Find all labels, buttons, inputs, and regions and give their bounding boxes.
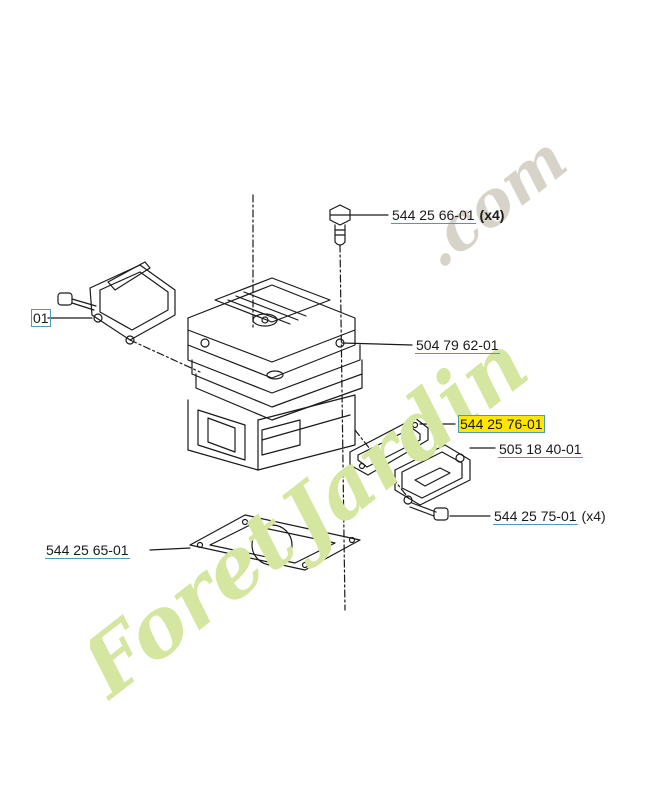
part-number: 544 25 66-01 — [391, 207, 476, 224]
left-screw — [57, 292, 97, 311]
bolt-axis-line — [339, 244, 346, 611]
part-quantity: (x4) — [581, 508, 606, 524]
part-label-504-79-62: 504 79 62-01 — [412, 336, 503, 354]
part-quantity: (x4) — [479, 207, 505, 223]
left-intake-flange — [89, 261, 176, 345]
cylinder-body — [187, 277, 363, 471]
part-number: 01 — [31, 309, 51, 327]
part-number: 504 79 62-01 — [415, 337, 500, 354]
part-label-544-25-75: 544 25 75-01(x4) — [490, 507, 609, 525]
base-gasket — [189, 514, 361, 571]
part-label-544-25-65: 544 25 65-01 — [42, 541, 133, 559]
part-label-544-25-66: 544 25 66-01(x4) — [388, 206, 507, 224]
part-number: 505 18 40-01 — [498, 441, 583, 458]
part-number: 544 25 76-01 — [458, 415, 545, 433]
right-screw — [409, 502, 449, 521]
leader-544-25-65 — [149, 547, 191, 551]
part-label-01: 01 — [28, 309, 54, 327]
right-intake-flange — [394, 444, 471, 506]
leader-504-79-62 — [341, 342, 413, 346]
right-flange-axis — [354, 429, 411, 501]
part-label-544-25-76: 544 25 76-01 — [455, 415, 548, 433]
part-label-505-18-40: 505 18 40-01 — [495, 440, 586, 458]
part-number: 544 25 75-01 — [493, 508, 578, 525]
left-flange-axis — [129, 339, 201, 373]
top-bolt — [329, 204, 351, 246]
part-number: 544 25 65-01 — [45, 542, 130, 559]
right-gasket — [349, 417, 429, 476]
